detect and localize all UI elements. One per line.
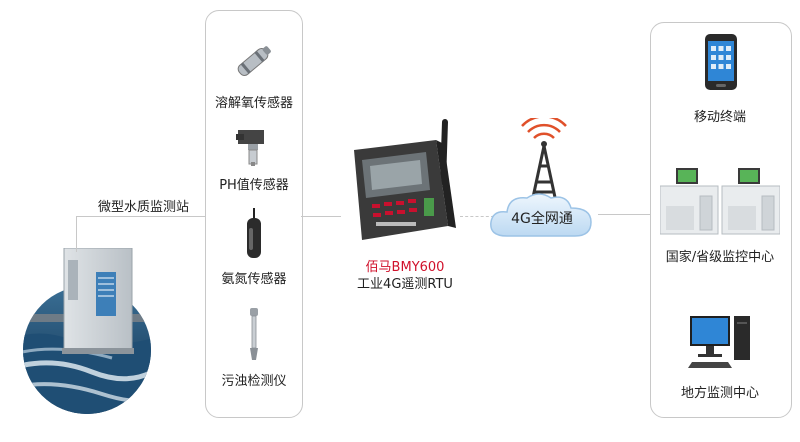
sensor-label-turbidity: 污浊检测仪: [221, 374, 287, 389]
network-label: 4G全网通: [511, 211, 573, 227]
ph-sensor-icon: [234, 126, 274, 168]
ammonia-sensor-icon: [242, 208, 266, 262]
endpoint-label-local: 地方监测中心: [680, 386, 760, 401]
sensor-label-do: 溶解氧传感器: [214, 96, 294, 111]
sensor-label-ph: PH值传感器: [219, 178, 289, 193]
desktop-computer-icon: [688, 312, 754, 370]
endpoint-label-mobile: 移动终端: [693, 110, 747, 125]
cell-tower-icon: [514, 118, 574, 208]
mobile-terminal-icon: [703, 32, 739, 92]
water-station-image: [12, 248, 162, 416]
sensors-to-rtu-connector: [301, 216, 341, 217]
monitoring-center-icon: [660, 166, 780, 236]
rtu-to-network-connector: [460, 216, 494, 217]
station-connector: [76, 216, 206, 217]
turbidity-meter-icon: [240, 306, 268, 362]
endpoint-label-national: 国家/省级监控中心: [665, 250, 775, 265]
rtu-description: 工业4G遥测RTU: [357, 277, 453, 292]
rtu-device-image: [340, 118, 460, 250]
sensor-label-ammonia: 氨氮传感器: [221, 272, 287, 287]
station-connector-vertical: [76, 216, 77, 252]
dissolved-oxygen-sensor-icon: [228, 40, 278, 85]
cloud-icon: [487, 190, 597, 242]
network-to-endpoints-connector: [598, 214, 650, 215]
rtu-brand: 佰马BMY600: [365, 260, 445, 275]
station-label: 微型水质监测站: [98, 200, 190, 215]
